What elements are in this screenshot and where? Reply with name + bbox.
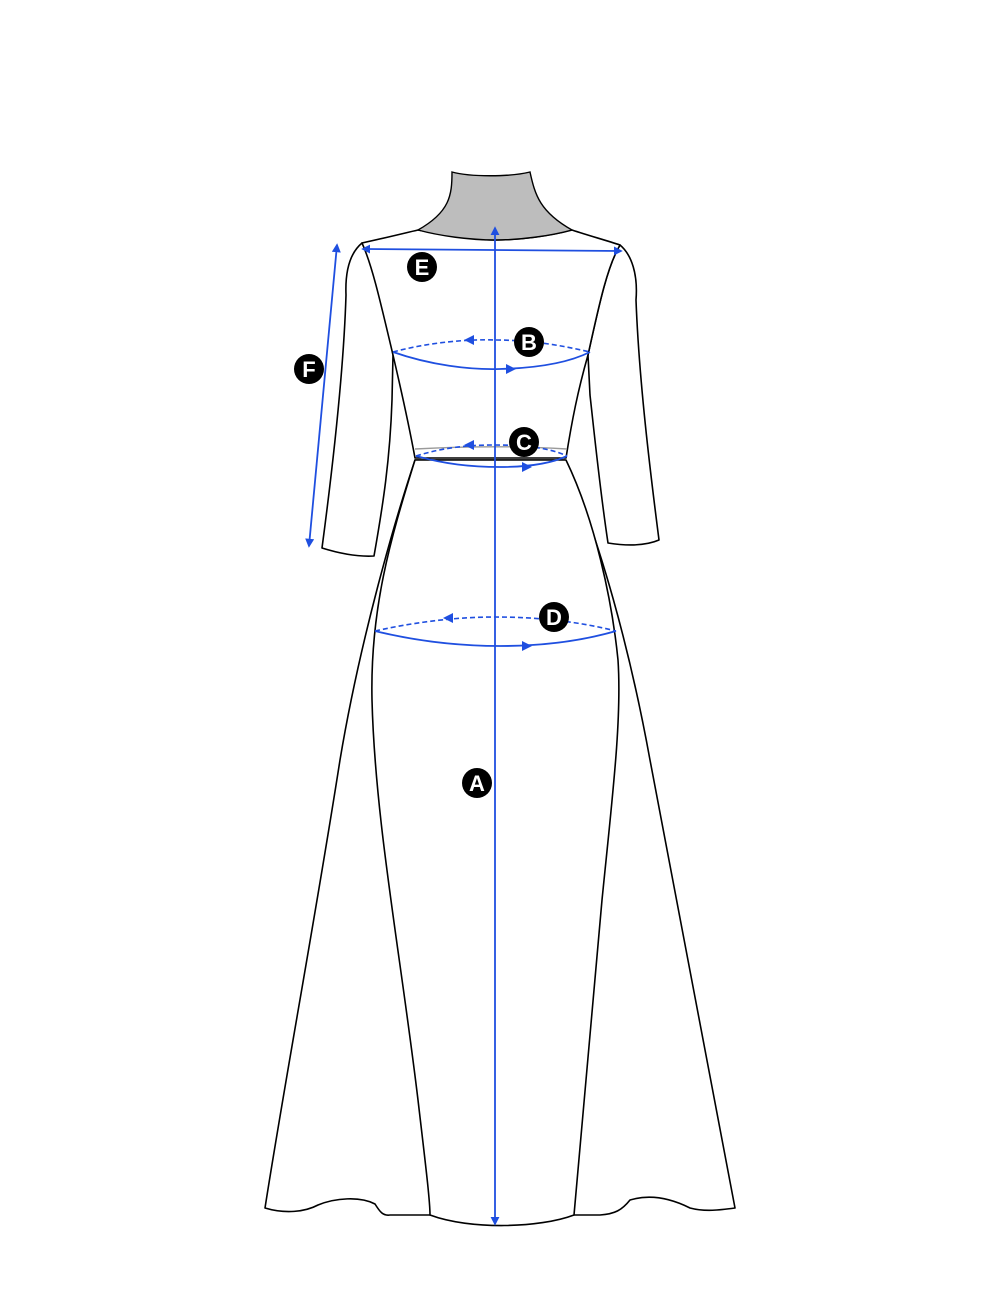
- bust-arrow-front: [506, 364, 516, 374]
- badge-bust: B: [514, 327, 544, 357]
- badge-bust-label: B: [521, 330, 537, 355]
- badge-sleeve-label: F: [302, 357, 315, 382]
- bodice-outline: [361, 229, 621, 459]
- waist-arrow-front: [522, 462, 532, 472]
- badge-hip-label: D: [546, 605, 562, 630]
- waist-measure-back: [415, 444, 568, 457]
- badge-hip: D: [539, 602, 569, 632]
- badge-waist: C: [509, 427, 539, 457]
- hip-arrow-front: [522, 641, 532, 651]
- bust-measure-back: [392, 339, 591, 353]
- hip-arrow-back: [443, 613, 453, 623]
- waist-measure-front: [415, 455, 568, 468]
- sleeve-measure-line: [305, 243, 341, 548]
- badge-shoulder: E: [407, 252, 437, 282]
- shoulder-measure-line: [361, 244, 623, 256]
- badge-length: A: [462, 768, 492, 798]
- waist-arrow-back: [464, 440, 474, 450]
- hip-measure-back: [374, 616, 617, 632]
- badge-shoulder-label: E: [415, 255, 430, 280]
- hip-measure-front: [374, 630, 617, 647]
- badge-waist-label: C: [516, 430, 532, 455]
- bust-measure-front: [392, 351, 591, 371]
- badge-length-label: A: [469, 771, 485, 796]
- bust-arrow-back: [464, 335, 474, 345]
- mannequin-neck: [416, 171, 574, 241]
- badge-sleeve: F: [294, 354, 324, 384]
